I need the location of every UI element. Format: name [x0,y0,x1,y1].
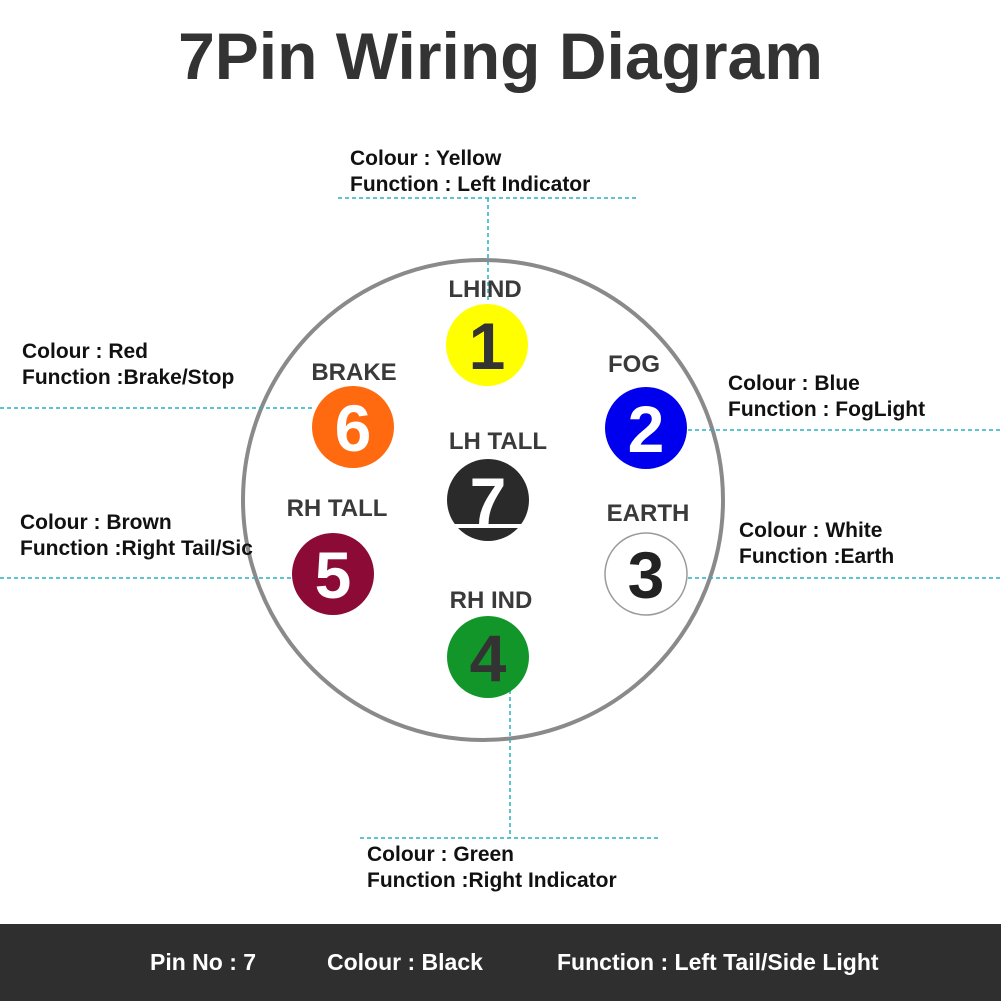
footer-colour: Colour : Black [327,949,483,975]
pin-3-label: EARTH [607,500,690,527]
pin-1-number: 1 [469,309,506,383]
page-title: 7Pin Wiring Diagram [178,19,823,93]
pin-4-function-text: Function :Right Indicator [367,869,617,892]
pin-6-number: 6 [335,391,372,465]
pin-1-function-text: Function : Left Indicator [350,173,590,196]
pin-4-label: RH IND [450,587,533,614]
pin-1-label: LHIND [448,276,521,303]
pin-6-function-text: Function :Brake/Stop [22,366,234,389]
pin-4-circle [447,616,529,698]
pin-6-colour-text: Colour : Red [22,340,148,363]
footer-bar: Pin No : 7 Colour : Black Function : Lef… [0,924,1001,1001]
pin-4-number: 4 [470,621,507,695]
pin-3-colour-text: Colour : White [739,519,882,542]
pin-7-label: LH TALL [449,428,547,455]
pin-1-colour-text: Colour : Yellow [350,147,502,170]
pin-4-colour-text: Colour : Green [367,843,514,866]
pin-7-number: 7 [470,464,507,538]
pin-2-number: 2 [628,392,665,466]
wiring-diagram: LHIND 1 BRAKE 6 FOG 2 LH TALL 7 RH TALL … [0,147,1001,892]
pin-5-label: RH TALL [287,495,388,522]
pin-2-colour-text: Colour : Blue [728,372,860,395]
pin-3-circle [604,532,688,616]
pin-2-circle [605,387,687,469]
footer-pin-number: Pin No : 7 [150,949,257,975]
pin-5-colour-text: Colour : Brown [20,511,172,534]
pin-3-number: 3 [628,538,665,612]
pin-3-function-text: Function :Earth [739,545,894,568]
pin-6-label: BRAKE [311,359,396,386]
pin-1-circle [446,304,528,386]
pin-6-circle [312,386,394,468]
pin-7-circle [447,459,529,541]
pin-2-label: FOG [608,351,660,378]
pin-2-function-text: Function : FogLight [728,398,925,421]
pin-5-function-text: Function :Right Tail/Sic [20,537,253,560]
footer-function: Function : Left Tail/Side Light [557,949,879,975]
pin-5-circle [292,533,374,615]
pin-5-number: 5 [315,538,352,612]
